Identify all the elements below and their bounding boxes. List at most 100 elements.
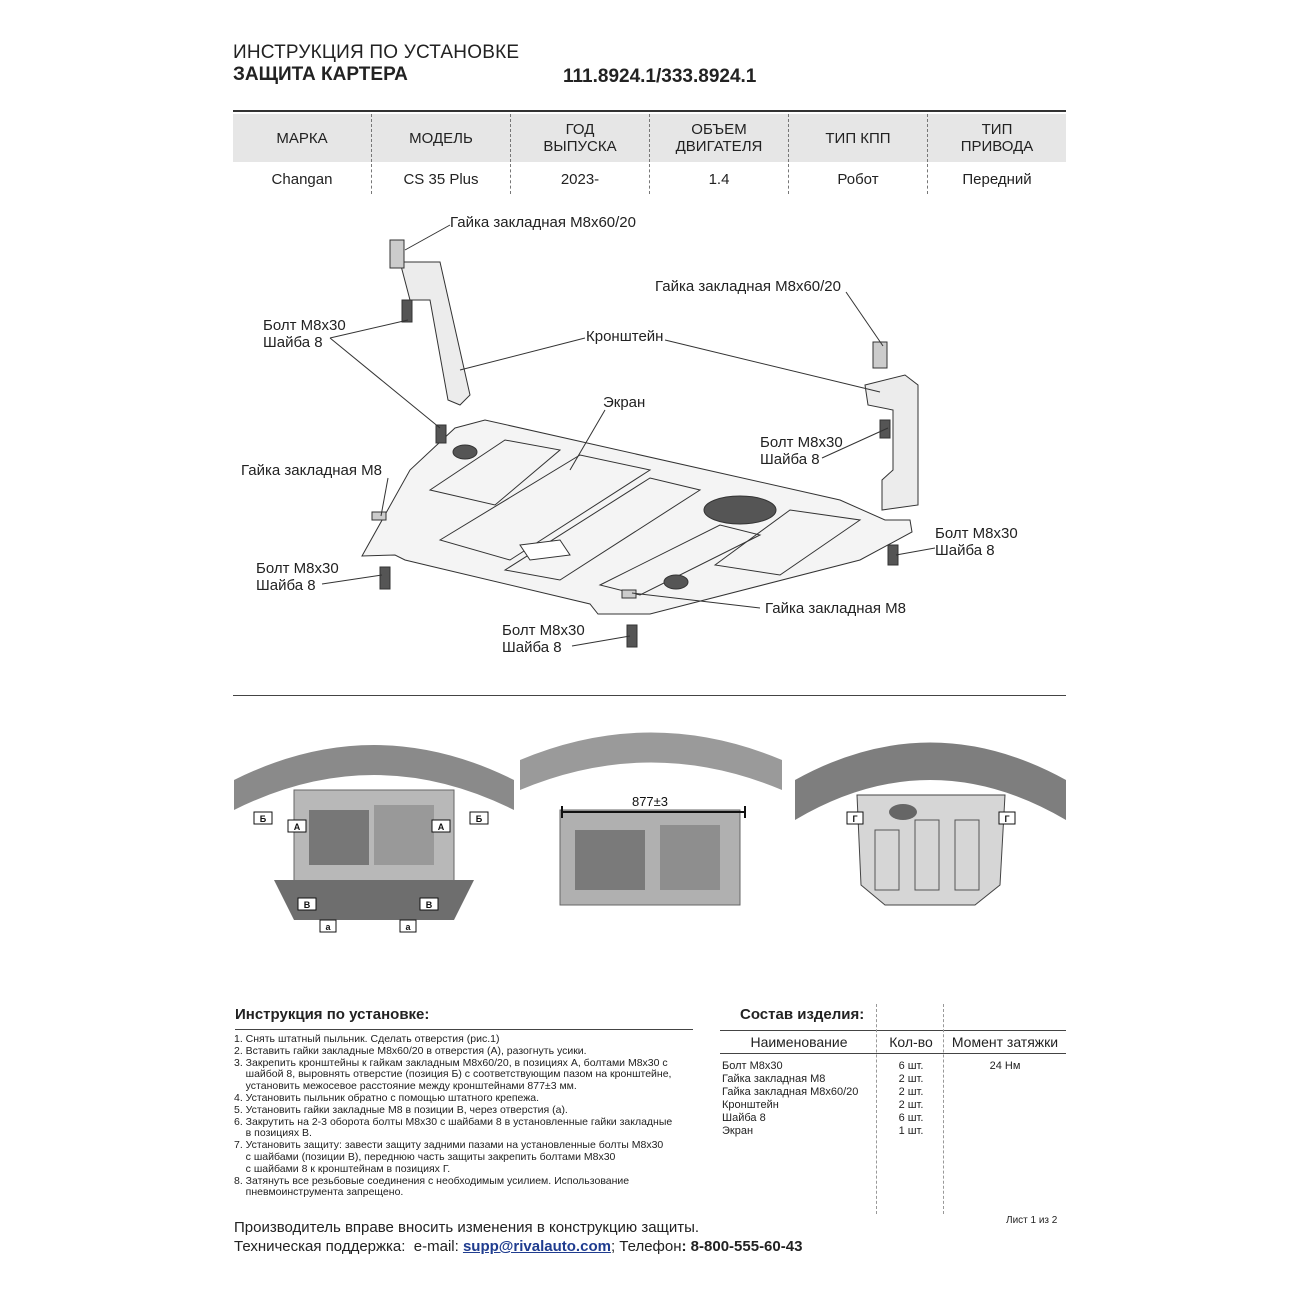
composition-divider-1 <box>876 1004 877 1214</box>
composition-divider-2 <box>943 1004 944 1214</box>
label-bracket: Кронштейн <box>586 328 664 345</box>
instruction-line: 3. Закрепить кронштейны к гайкам закладн… <box>234 1056 668 1069</box>
instruction-line: пневмоинструмента запрещено. <box>234 1186 404 1199</box>
table-row: Экран 1 шт. <box>720 1125 1066 1138</box>
label-bolt-washer-5: Болт М8х30 Шайба 8 <box>502 622 585 656</box>
spec-value-brand: Changan <box>271 170 333 188</box>
composition-header-torque: Момент затяжки <box>951 1034 1059 1050</box>
row-name: Гайка закладная М8х60/20 <box>722 1086 859 1098</box>
table-row: Шайба 8 6 шт. <box>720 1112 1066 1125</box>
row-torque <box>944 1099 1066 1112</box>
photo-right: Г Г <box>795 720 1066 935</box>
instructions-list: 1. Снять штатный пыльник. Сделать отверс… <box>234 1033 694 1199</box>
skid-plate-panel-2 <box>438 454 652 561</box>
table-row: Кронштейн 2 шт. <box>720 1099 1066 1112</box>
marker-a-left: А <box>294 822 301 832</box>
plug-bottom <box>663 574 689 590</box>
sheet-number: Лист 1 из 2 <box>1006 1215 1058 1226</box>
instructions-rule <box>235 1029 693 1030</box>
spec-table-values: Changan CS 35 Plus 2023- 1.4 Робот Перед… <box>233 164 1066 194</box>
skid-plate-panel-1 <box>428 439 562 506</box>
bolt-5 <box>626 624 638 648</box>
marker-b-right: Б <box>476 814 483 824</box>
instruction-line: в позициях В. <box>234 1127 312 1140</box>
label-bolt-washer-2: Болт М8х30 Шайба 8 <box>760 434 843 468</box>
table-row: Гайка закладная М8х60/20 2 шт. <box>720 1086 1066 1099</box>
nut-left-top <box>389 239 405 269</box>
instruction-line: шайбой 8, выровнять отверстие (позиция Б… <box>234 1068 672 1081</box>
spec-value-engine: 1.4 <box>649 164 788 194</box>
nut-right-top <box>872 341 888 369</box>
plug-left <box>452 444 478 460</box>
document-title: ИНСТРУКЦИЯ ПО УСТАНОВКЕ <box>233 42 520 63</box>
support-phone: : 8-800-555-60-43 <box>681 1238 803 1255</box>
row-torque <box>944 1112 1066 1125</box>
nut-m8-left <box>371 511 387 521</box>
document-subtitle: ЗАЩИТА КАРТЕРА <box>233 64 408 85</box>
instruction-line: с шайбами (позиции В), переднюю часть за… <box>234 1150 616 1163</box>
header-rule <box>233 110 1066 112</box>
marker-g-left: Г <box>852 814 857 824</box>
marker-b-left: Б <box>260 814 267 824</box>
photo-middle: 877±3 <box>520 720 782 935</box>
row-name: Гайка закладная М8 <box>722 1073 826 1085</box>
bolt-left-top <box>401 299 413 323</box>
row-name: Болт М8х30 <box>722 1060 783 1072</box>
table-row: Гайка закладная М8 2 шт. <box>720 1073 1066 1086</box>
label-nut-m8x60-right: Гайка закладная М8х60/20 <box>655 278 841 295</box>
marker-g-right: Г <box>1004 814 1009 824</box>
bracket-right <box>864 374 919 511</box>
cutout <box>519 539 571 561</box>
marker-v-right: В <box>426 900 433 910</box>
spec-table-header: МАРКА МОДЕЛЬ ГОД ВЫПУСКА ОБЪЕМ ДВИГАТЕЛЯ… <box>233 114 1066 162</box>
instruction-line: 6. Закрутить на 2-3 оборота болты М8х30 … <box>234 1115 673 1128</box>
footer-support: Техническая поддержка: e-mail: supp@riva… <box>234 1238 802 1255</box>
composition-title: Состав изделия: <box>740 1006 865 1023</box>
instruction-line: 7. Установить защиту: завести защиту зад… <box>234 1139 664 1152</box>
instructions-title: Инструкция по установке: <box>235 1006 430 1023</box>
row-name: Экран <box>722 1125 754 1137</box>
label-screen: Экран <box>603 394 646 411</box>
row-name: Шайба 8 <box>722 1112 766 1124</box>
row-qty: 2 шт. <box>898 1086 924 1098</box>
support-prefix: Техническая поддержка: e-mail: <box>234 1238 463 1255</box>
marker-a-right: А <box>438 822 445 832</box>
instruction-line: 1. Снять штатный пыльник. Сделать отверс… <box>234 1033 500 1045</box>
bolt-1 <box>435 424 447 444</box>
row-qty: 6 шт. <box>898 1112 924 1124</box>
composition-table: Наименование Кол-во Момент затяжки Болт … <box>720 1030 1066 1138</box>
composition-header-name: Наименование <box>750 1034 848 1050</box>
instruction-line: 2. Вставить гайки закладные М8х60/20 в о… <box>234 1044 587 1057</box>
row-torque: 24 Нм <box>989 1060 1021 1072</box>
spec-header-model: МОДЕЛЬ <box>371 114 510 162</box>
row-name: Кронштейн <box>722 1099 779 1111</box>
bolt-4 <box>379 566 391 590</box>
spec-value-gearbox: Робот <box>788 164 927 194</box>
label-nut-m8-bottom: Гайка закладная М8 <box>765 600 906 617</box>
support-email-link[interactable]: supp@rivalauto.com <box>462 1238 611 1255</box>
phone-prefix: ; Телефон <box>610 1238 682 1255</box>
nut-m8-bottom <box>621 589 637 599</box>
spec-header-brand: МАРКА <box>276 129 328 147</box>
drain-hatch <box>703 495 777 525</box>
spec-header-drive: ТИП ПРИВОДА <box>927 114 1066 162</box>
row-qty: 1 шт. <box>898 1125 924 1137</box>
label-bolt-washer-3: Болт М8х30 Шайба 8 <box>935 525 1018 559</box>
spec-value-drive: Передний <box>927 164 1066 194</box>
distance-label: 877±3 <box>632 794 668 809</box>
spec-header-engine-text: ОБЪЕМ ДВИГАТЕЛЯ <box>675 121 763 155</box>
section-divider <box>233 695 1066 696</box>
instruction-line: установить межосевое расстояние между кр… <box>234 1080 577 1093</box>
spec-header-year-text: ГОД ВЫПУСКА <box>543 121 617 155</box>
spec-header-engine: ОБЪЕМ ДВИГАТЕЛЯ <box>649 114 788 162</box>
label-bolt-washer-1: Болт М8х30 Шайба 8 <box>263 317 346 351</box>
skid-plate-panel-3 <box>503 477 702 581</box>
marker-v-left: В <box>304 900 311 910</box>
row-qty: 2 шт. <box>898 1099 924 1111</box>
spec-header-gearbox: ТИП КПП <box>788 114 927 162</box>
label-bolt-washer-4: Болт М8х30 Шайба 8 <box>256 560 339 594</box>
spec-value-year: 2023- <box>510 164 649 194</box>
row-qty: 6 шт. <box>898 1060 924 1072</box>
composition-header-qty: Кол-во <box>889 1034 933 1050</box>
part-number: 111.8924.1/333.8924.1 <box>563 66 757 87</box>
